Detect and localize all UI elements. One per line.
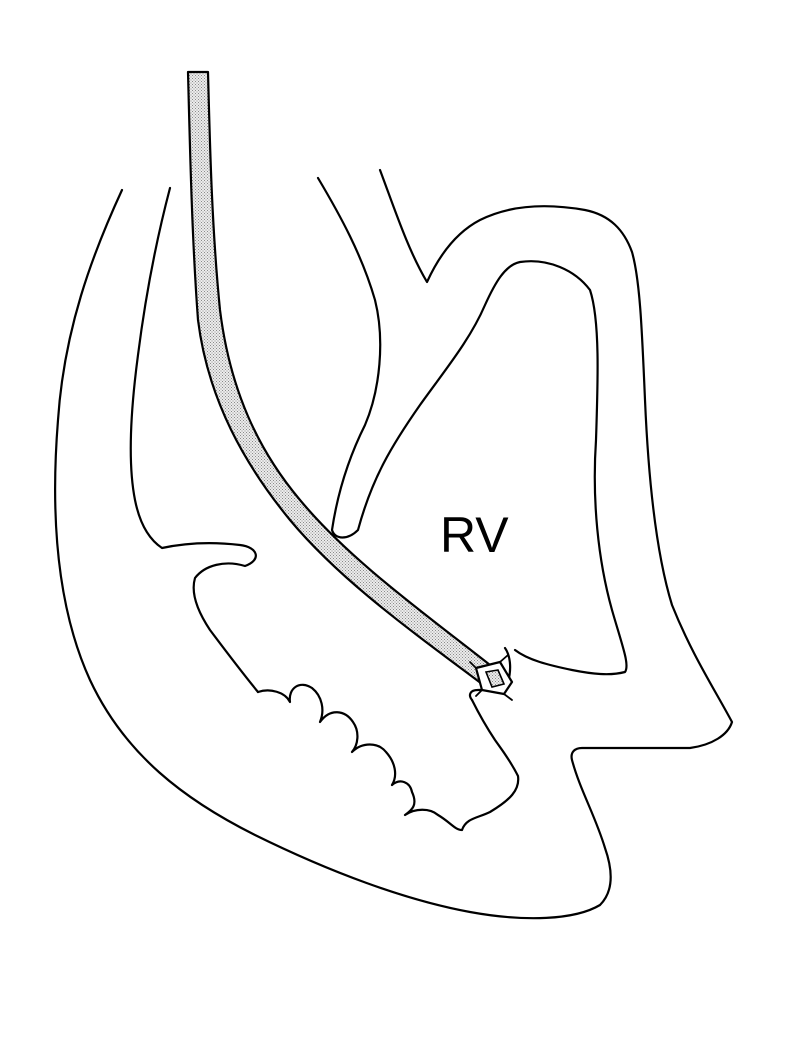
trabeculae [256,683,520,832]
inner-left-wall [129,186,260,694]
pacing-lead [186,70,492,686]
septum [316,176,628,676]
left-outer-wall [54,168,734,920]
lead-tip-icon [469,654,514,701]
rv-label: RV [440,507,509,563]
